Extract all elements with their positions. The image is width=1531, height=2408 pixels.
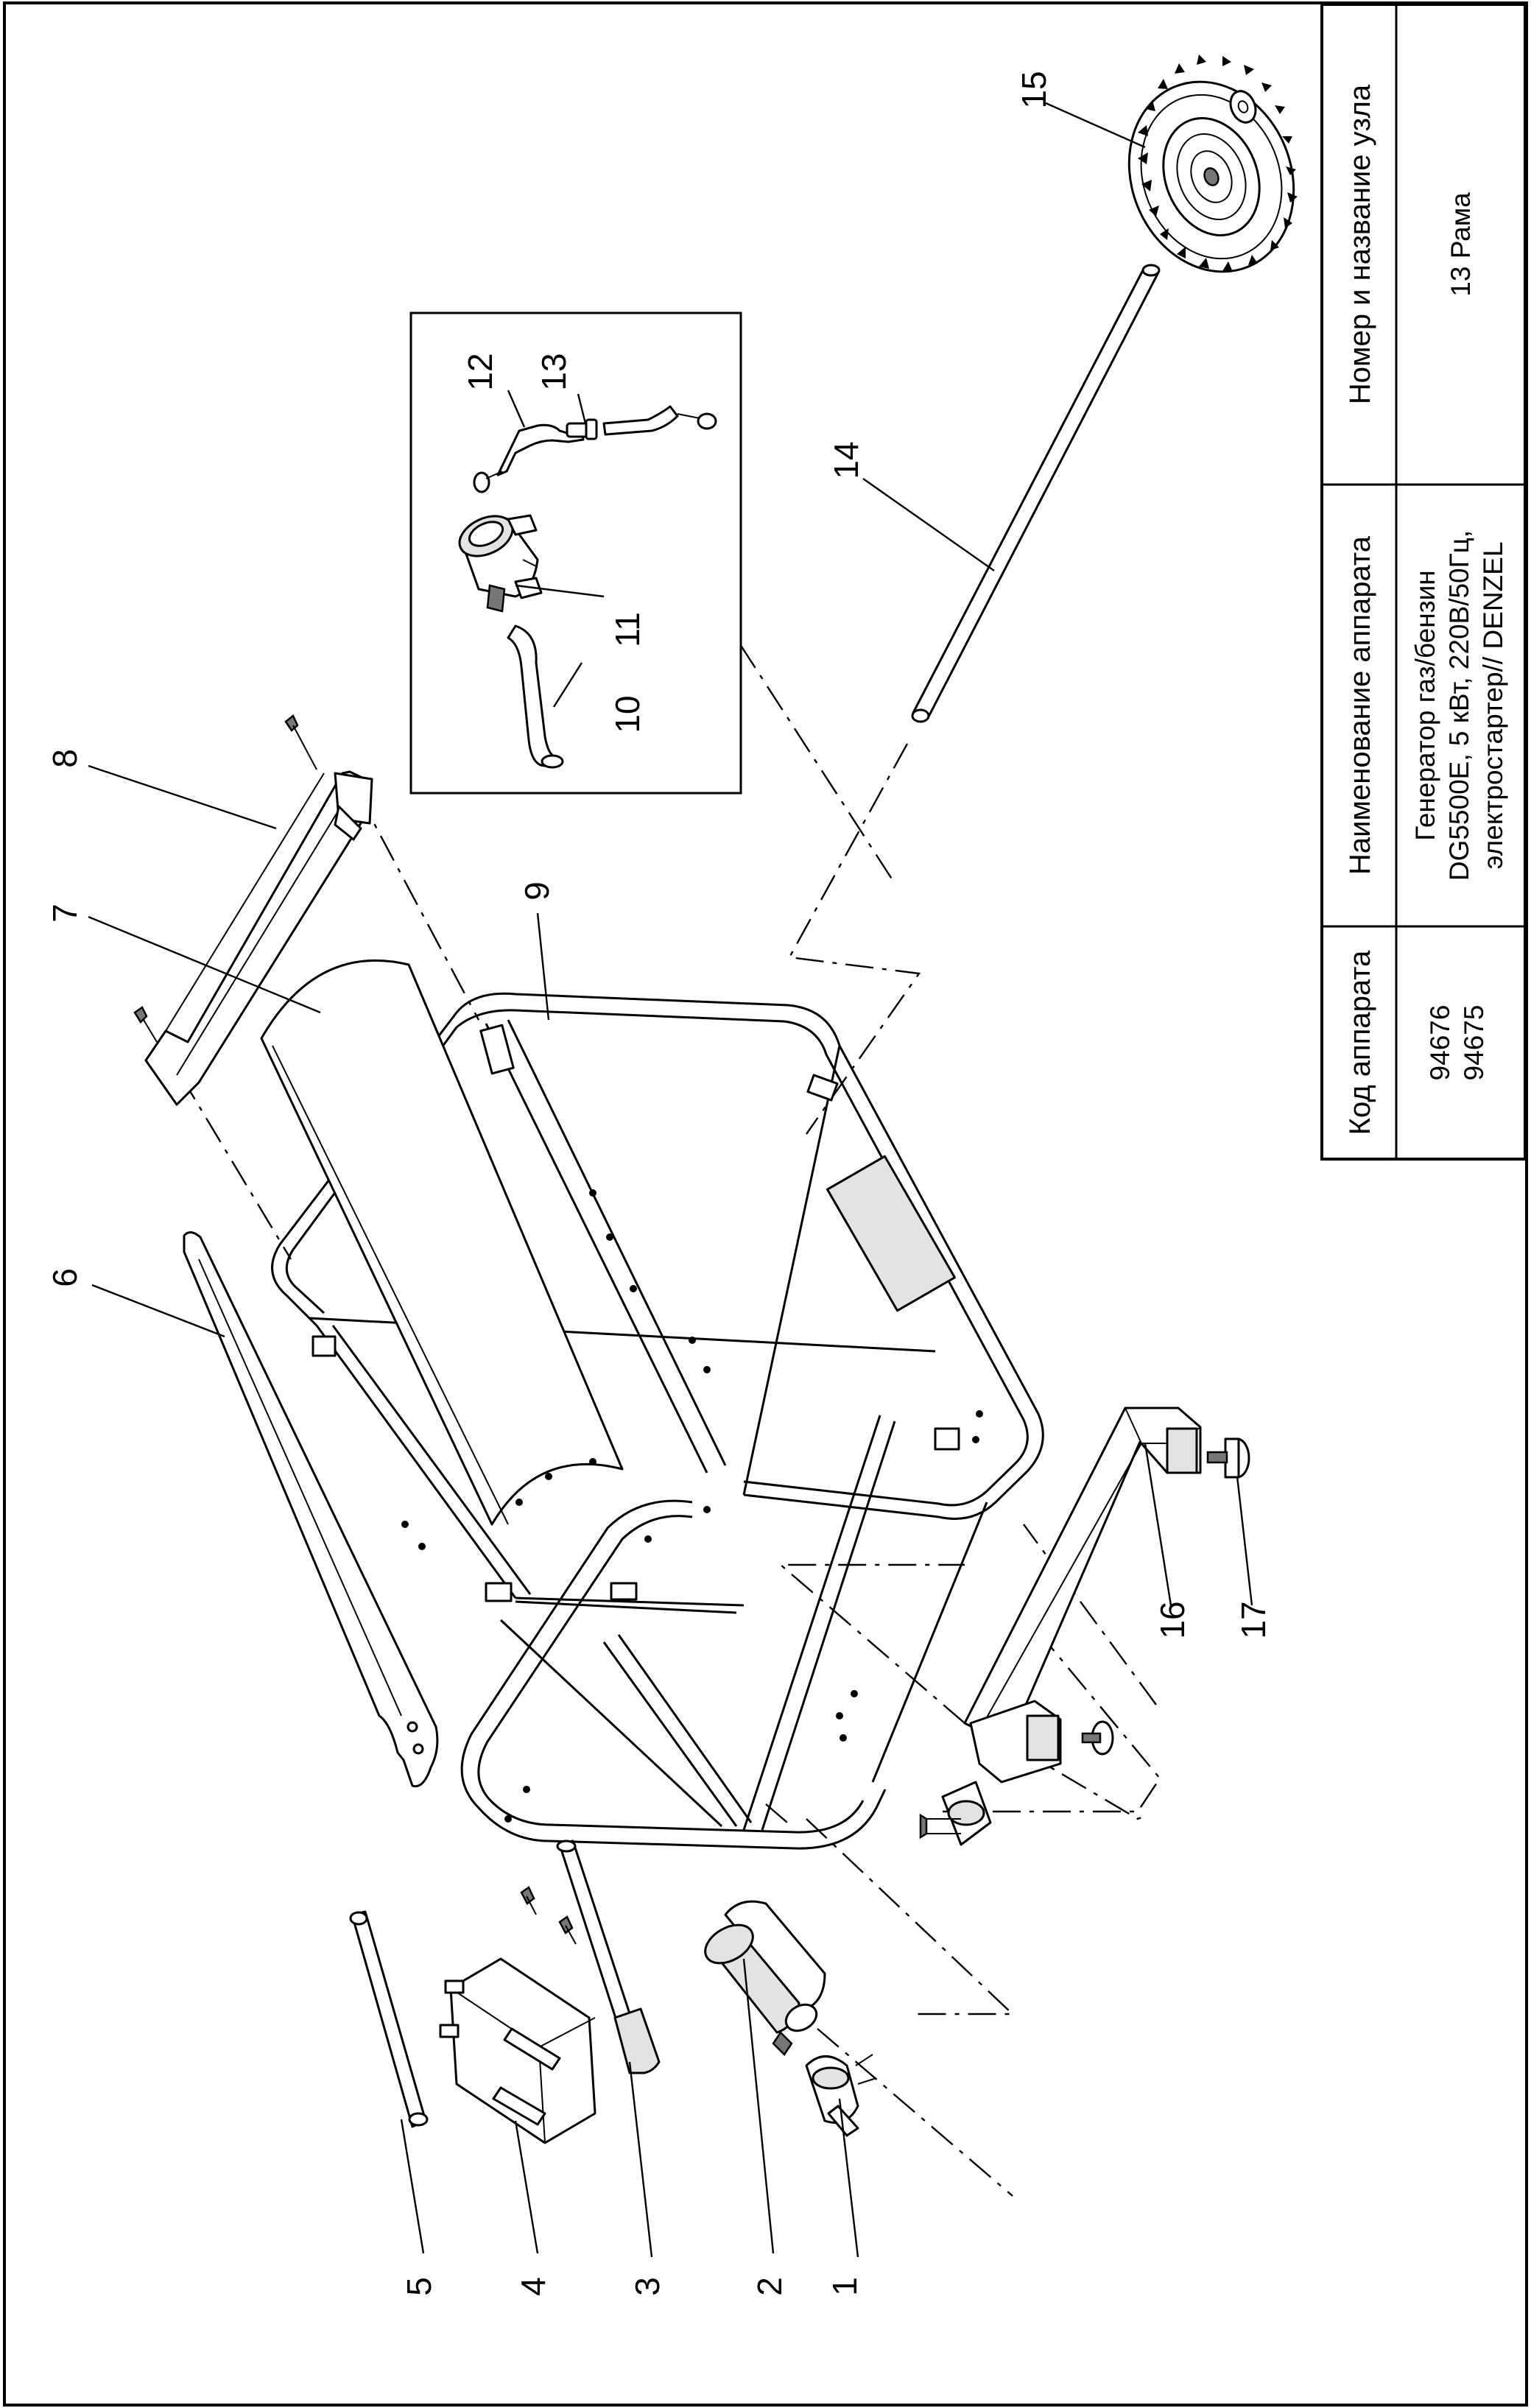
hose-icon [473,405,717,493]
callout-14: 14 [827,441,865,479]
hose-connector-icon [566,418,598,440]
solenoid-relay-icon [805,2054,877,2137]
header-unit: Номер и название узла [1344,84,1376,404]
callout-8: 8 [46,749,84,768]
callout-3: 3 [628,2277,666,2296]
cross-beam-icon [133,714,373,1106]
bolt-icon [520,1886,577,1945]
callout-13: 13 [535,353,573,390]
battery-icon [439,1957,596,2144]
callout-6: 6 [46,1268,84,1287]
callout-11: 11 [608,612,647,647]
unit-value: 13 Рама [1446,192,1476,297]
rubber-foot-icon [1081,1437,1250,1756]
callout-5: 5 [400,2277,438,2296]
callout-9: 9 [518,881,556,901]
sheet-border [3,1,1528,2407]
fuel-valve-icon [458,514,543,613]
header-code: Код аппарата [1344,950,1376,1135]
callout-7: 7 [46,904,84,923]
callout-1: 1 [826,2277,864,2296]
callout-16: 16 [1153,1601,1192,1638]
callout-numbers: 1 2 3 4 5 6 7 8 9 10 11 12 13 14 15 16 1… [46,71,1273,2295]
callout-leaders [88,102,1253,2258]
starter-motor-icon [704,1900,826,2056]
callout-12: 12 [461,353,499,390]
title-block: Код аппарата Наименование аппарата Номер… [1320,3,1527,1161]
battery-strap-icon [349,1910,429,2128]
wheel-icon [1127,54,1298,273]
callout-4: 4 [514,2277,552,2296]
code-value-2: 94675 [1459,1005,1489,1081]
side-panel-icon [183,1231,439,1788]
header-name: Наименование аппарата [1344,535,1376,875]
callout-2: 2 [750,2277,789,2296]
support-leg-icon [919,1407,1202,1846]
callout-17: 17 [1234,1601,1273,1638]
name-line-1: Генератор газ/бензин [1410,570,1440,840]
handle-bar-icon [556,1840,661,2074]
name-line-3: электростартер// DENZEL [1478,542,1508,870]
name-line-2: DG5500E, 5 кВт, 220В/50Гц, [1444,530,1474,881]
curved-cover-icon [260,959,624,1526]
fuel-system-inset [409,311,742,795]
axle-icon [911,264,1161,723]
callout-15: 15 [1015,71,1053,108]
fuel-hose-icon [507,624,564,769]
callout-10: 10 [608,695,647,733]
code-value-1: 94676 [1425,1005,1455,1081]
